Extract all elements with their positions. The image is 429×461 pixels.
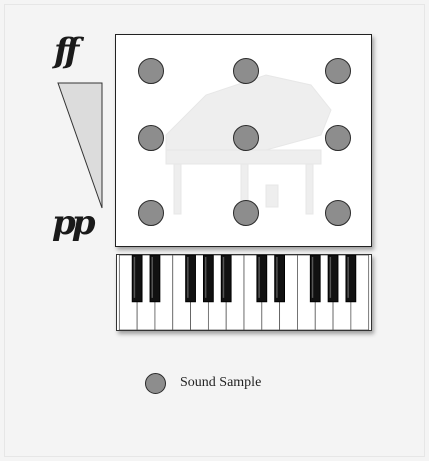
sample-grid [115, 34, 372, 247]
dynamic-pp-label: pp [52, 206, 92, 240]
black-key-highlight [152, 257, 153, 298]
black-key-highlight [205, 257, 206, 298]
legend-label: Sound Sample [180, 375, 261, 391]
piano-keyboard [116, 254, 372, 331]
black-key-highlight [134, 257, 135, 298]
sound-sample-dot [325, 125, 351, 151]
dynamics-wedge [56, 82, 106, 210]
black-key-highlight [330, 257, 331, 298]
sound-sample-dot [325, 58, 351, 84]
sound-sample-dot [233, 125, 259, 151]
dynamic-ff-label: ff [54, 34, 75, 68]
sound-sample-dot [138, 58, 164, 84]
sound-sample-dot [325, 200, 351, 226]
sound-sample-dot [233, 58, 259, 84]
legend-sample-icon [145, 373, 166, 394]
sound-sample-dot [138, 125, 164, 151]
sound-sample-dot [138, 200, 164, 226]
black-key-highlight [312, 257, 313, 298]
black-key-highlight [276, 257, 277, 298]
sound-sample-dot [233, 200, 259, 226]
black-key-highlight [187, 257, 188, 298]
black-key-highlight [258, 257, 259, 298]
black-key-highlight [223, 257, 224, 298]
black-key-highlight [347, 257, 348, 298]
